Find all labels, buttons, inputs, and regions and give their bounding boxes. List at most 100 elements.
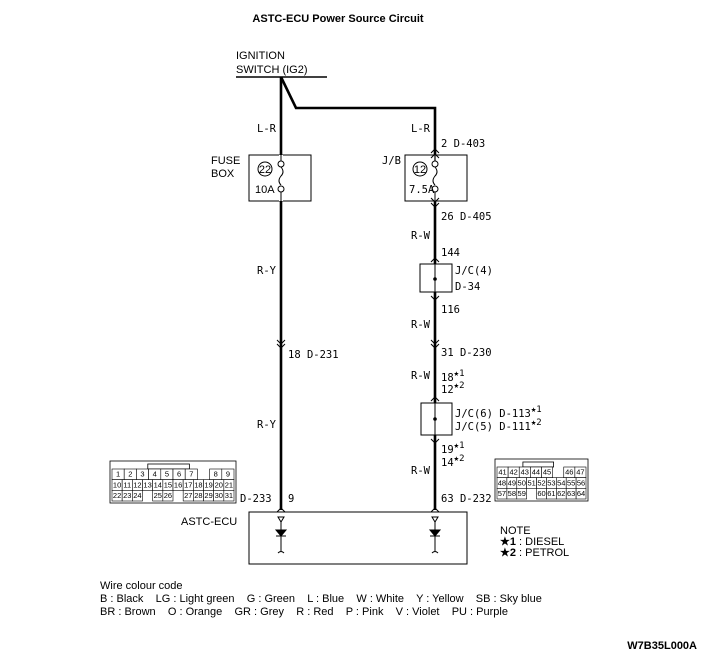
fuse-number: 22 <box>259 164 271 176</box>
connector-pin-label: 20 <box>215 480 223 489</box>
connector-pin-label: 3 <box>140 470 144 479</box>
fuse-box-label-1: FUSE <box>211 155 240 167</box>
jc-label-diesel: J/C(6) D-113★1 <box>455 405 542 420</box>
connector-pin-label: 8 <box>214 470 218 479</box>
joint-connector-4 <box>419 263 453 293</box>
jc4-label-1: J/C(4) <box>455 265 493 277</box>
connector-pin-label: 6 <box>177 470 181 479</box>
fuse-box-label-2: BOX <box>211 168 235 180</box>
left-connector-mid: 18 D-231 <box>288 349 339 361</box>
connector-pin-label: 10 <box>113 480 121 489</box>
wire-code-line-1: B : Black LG : Light green G : Green L :… <box>100 593 542 605</box>
connector-pin-label: 48 <box>498 478 506 487</box>
left-ecu-connector: D-233 <box>240 493 272 505</box>
connector-pin-label: 4 <box>153 470 157 479</box>
ignition-label-2: SWITCH (IG2) <box>236 64 308 76</box>
connector-pin-label: 64 <box>577 489 585 498</box>
connector-pin-label: 44 <box>532 468 540 477</box>
connector-pin-label: 28 <box>194 491 202 500</box>
connector-pin-label: 1 <box>116 470 120 479</box>
jc4-output-pin: 116 <box>441 304 460 316</box>
fuse-icon <box>277 155 285 201</box>
left-wire-color-top: L-R <box>257 123 277 135</box>
connector-pin-label: 23 <box>123 491 131 500</box>
connector-pin <box>223 490 235 502</box>
note-title: NOTE <box>500 525 531 537</box>
fuse-number-circle <box>257 161 273 177</box>
connector-pin-label: 29 <box>204 491 212 500</box>
connector-pin-label: 58 <box>508 489 516 498</box>
connector-pin <box>162 490 174 502</box>
connector-pin-label: 63 <box>567 489 575 498</box>
connector-pin-label: 16 <box>174 480 182 489</box>
connector-pin-label: 60 <box>537 489 545 498</box>
connector-pin-label: 42 <box>510 468 518 477</box>
jc4-label-2: D-34 <box>455 281 480 293</box>
connector-pin-label: 2 <box>128 470 132 479</box>
jb-label: J/B <box>382 155 401 167</box>
jc-output-pin-petrol: 14★2 <box>441 454 465 469</box>
diode-icon <box>274 516 288 554</box>
connector-pin-label: 52 <box>537 478 545 487</box>
figure-id: W7B35L000A <box>627 640 697 652</box>
connector-pin-label: 25 <box>154 491 162 500</box>
right-wire <box>279 76 437 510</box>
diagram-title: ASTC-ECU Power Source Circuit <box>252 13 423 25</box>
connector-pin-label: 24 <box>133 491 141 500</box>
connector-pin-label: 46 <box>565 468 573 477</box>
jc4-input-pin: 144 <box>441 247 460 259</box>
jb-fuse-rating: 7.5A <box>409 184 435 196</box>
connector-pin-label: 62 <box>557 489 565 498</box>
right-wire-color-3: R-W <box>411 370 431 382</box>
connector-pin-label: 14 <box>154 480 162 489</box>
connector-pin-label: 50 <box>518 478 526 487</box>
jb-fuse-icon <box>430 148 440 208</box>
connector-pin-label: 15 <box>164 480 172 489</box>
connector-pin-label: 31 <box>225 491 233 500</box>
jc-output-pin-diesel: 19★1 <box>441 441 465 456</box>
right-connector-mid: 31 D-230 <box>441 347 492 359</box>
connector-pin <box>575 488 587 500</box>
jb-output-connector: 26 D-405 <box>441 211 492 223</box>
astc-ecu-box <box>248 511 468 565</box>
connector-pin-label: 17 <box>184 480 192 489</box>
connector-arrow-icon <box>276 339 286 349</box>
diode-icon <box>428 516 442 554</box>
connector-pin-label: 27 <box>184 491 192 500</box>
connector-pin-label: 9 <box>226 470 230 479</box>
jb-fuse-number: 12 <box>414 164 426 176</box>
jc-input-pin-diesel: 18★1 <box>441 369 465 384</box>
jc-label-petrol: J/C(5) D-111★2 <box>455 418 542 433</box>
wire-code-line-2: BR : Brown O : Orange GR : Grey R : Red … <box>100 606 508 618</box>
connector-pin-label: 61 <box>547 489 555 498</box>
connector-pin-label: 5 <box>165 470 169 479</box>
connector-arrow-icon <box>276 507 440 513</box>
connector-pin-label: 11 <box>123 480 131 489</box>
wire-code-title: Wire colour code <box>100 580 183 592</box>
right-wire-color-1: R-W <box>411 230 431 242</box>
connector-pin-label: 59 <box>518 489 526 498</box>
connector-pin-label: 21 <box>225 480 233 489</box>
connector-pin-label: 41 <box>498 468 506 477</box>
connector-pin-label: 49 <box>508 478 516 487</box>
joint-dot-icon <box>433 417 437 421</box>
connector-pin-label: 56 <box>577 478 585 487</box>
right-wire-color-4: R-W <box>411 465 431 477</box>
ignition-label-1: IGNITION <box>236 50 285 62</box>
connector-arrow-icon <box>430 257 440 301</box>
connector-pin-label: 45 <box>543 468 551 477</box>
connector-pin-label: 51 <box>527 478 535 487</box>
connector-pin-label: 43 <box>521 468 529 477</box>
right-wire-color-top: L-R <box>411 123 431 135</box>
jb-input-connector: 2 D-403 <box>441 138 485 150</box>
connector-pin <box>516 488 527 500</box>
connector-pin-label: 7 <box>189 470 193 479</box>
connector-pin-label: 54 <box>557 478 565 487</box>
jb-fuse-number-circle <box>412 161 428 177</box>
connector-arrow-icon <box>430 396 440 444</box>
joint-dot-icon <box>433 277 437 281</box>
fuse-rating: 10A <box>255 184 275 196</box>
left-wire-color-mid: R-Y <box>257 265 277 277</box>
